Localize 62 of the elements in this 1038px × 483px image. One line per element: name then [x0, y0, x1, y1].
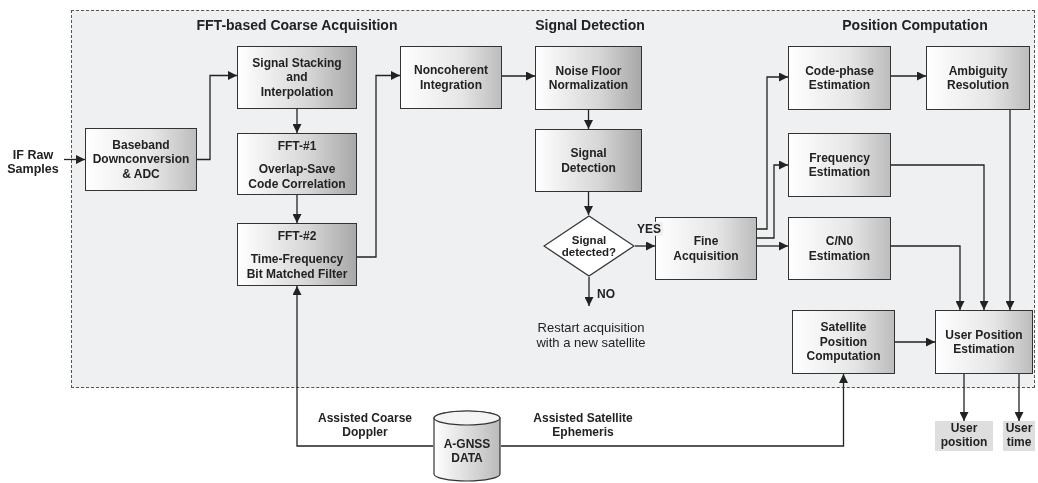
- process-box: [400, 46, 502, 109]
- arrow: [890, 245, 965, 311]
- arrow: [500, 373, 848, 447]
- arrow: [356, 71, 401, 258]
- arrow: [894, 337, 936, 347]
- arrow: [1005, 109, 1015, 311]
- arrow: [1014, 373, 1024, 422]
- arrow: [756, 241, 789, 251]
- box-heading: FFT-#1: [277, 139, 317, 154]
- process-box: [788, 217, 891, 280]
- box-label: User Position Estimation: [944, 327, 1024, 357]
- arrow: [959, 373, 969, 422]
- box-label: Overlap-Save Code Correlation: [247, 162, 347, 192]
- box-label: User position: [939, 422, 989, 450]
- section-title: Signal Detection: [535, 17, 645, 33]
- arrow: [292, 285, 434, 447]
- process-box: [237, 46, 357, 109]
- process-box: [237, 223, 357, 286]
- input-label: IF Raw Samples: [6, 148, 60, 176]
- arrow: [501, 71, 536, 81]
- process-box: [535, 46, 642, 110]
- dashed-region: [71, 10, 1035, 388]
- arrow: [584, 276, 594, 307]
- process-box: [792, 310, 895, 374]
- arrow: [63, 155, 86, 164]
- box-label: Time-Frequency Bit Matched Filter: [246, 252, 348, 282]
- box-label: C/N0 Estimation: [807, 234, 872, 263]
- box-label: Code-phase Estimation: [804, 63, 875, 93]
- arrow: [196, 71, 238, 161]
- box-label: Frequency Estimation: [807, 150, 872, 180]
- box-heading: FFT-#2: [277, 229, 317, 244]
- arrow: [292, 194, 302, 224]
- process-box: [85, 128, 197, 191]
- arrow: [584, 109, 593, 130]
- box-label: Signal Detection: [560, 146, 617, 175]
- process-box: [926, 46, 1030, 110]
- arrow: [584, 191, 593, 216]
- box-label: Signal detected?: [560, 234, 618, 258]
- edge-label: YES: [635, 221, 663, 237]
- section-title: FFT-based Coarse Acquisition: [196, 17, 398, 33]
- arrow: [890, 71, 927, 81]
- box-label: Ambiguity Resolution: [946, 63, 1010, 93]
- arrow: [756, 72, 789, 230]
- process-box: [788, 46, 891, 110]
- process-box: [237, 133, 357, 195]
- box-label: Satellite Position Computation: [805, 320, 882, 364]
- process-box: [935, 310, 1033, 374]
- note-text: Restart acquisition with a new satellite: [535, 320, 647, 350]
- arrow: [292, 108, 302, 134]
- arrow: [890, 164, 989, 311]
- box-label: Signal Stacking and Interpolation: [252, 55, 342, 100]
- box-label: Fine Acquisition: [672, 234, 740, 263]
- box-label: User time: [1004, 422, 1034, 450]
- arrow: [756, 160, 789, 239]
- arrow: [634, 241, 656, 251]
- process-box: [788, 133, 891, 197]
- box-label: Noise Floor Normalization: [547, 63, 630, 93]
- box-label: Baseband Downconversion & ADC: [91, 137, 191, 182]
- box-label: A-GNSS DATA: [442, 437, 492, 465]
- process-box: [535, 129, 642, 192]
- section-title: Position Computation: [842, 17, 988, 33]
- box-label: Noncoherent Integration: [413, 63, 489, 92]
